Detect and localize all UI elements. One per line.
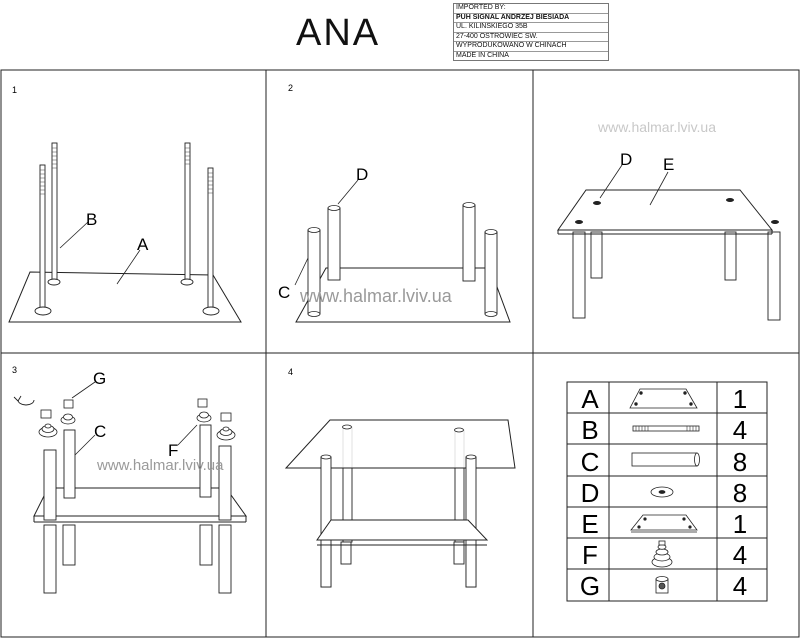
step-number: 4 bbox=[288, 367, 293, 377]
step-2-panel: 2 C D www.halmar.lviv.ua bbox=[278, 83, 511, 323]
tube-legs bbox=[572, 231, 781, 321]
part-letter: A bbox=[581, 384, 599, 414]
part-qty: 4 bbox=[733, 571, 747, 601]
shelf-glass-icon bbox=[630, 514, 698, 533]
label-d: D bbox=[620, 150, 632, 169]
importer-line: MADE IN CHINA bbox=[456, 51, 509, 59]
label-e: E bbox=[663, 155, 674, 174]
cap-nut-icon bbox=[655, 576, 669, 594]
step-number: 2 bbox=[288, 83, 293, 93]
step-4-panel: 4 bbox=[284, 367, 516, 588]
bolts bbox=[575, 198, 779, 224]
step-number: 1 bbox=[12, 85, 17, 95]
parts-table: A B C D E F G 1 4 8 8 1 4 4 bbox=[566, 381, 768, 602]
step-3-panel: 3 G bbox=[12, 365, 247, 594]
threaded-rod-icon bbox=[632, 425, 700, 432]
label-d: D bbox=[356, 165, 368, 184]
part-qty: 4 bbox=[733, 415, 747, 445]
glass-plate bbox=[8, 271, 242, 323]
rod-threads bbox=[40, 147, 213, 195]
part-letter: D bbox=[581, 478, 600, 508]
label-b: B bbox=[86, 210, 97, 229]
washers bbox=[34, 278, 220, 316]
rotate-arrow-icon bbox=[17, 399, 35, 406]
washer-icon bbox=[650, 486, 674, 498]
watermark: www.halmar.lviv.ua bbox=[299, 286, 453, 306]
importer-box: IMPORTED BY: PUH SIGNAL ANDRZEJ BIESIADA… bbox=[453, 3, 609, 61]
importer-line: WYPRODUKOWANO W CHINACH bbox=[454, 42, 608, 52]
glass-plate bbox=[295, 267, 511, 323]
lower-shelf bbox=[316, 519, 489, 541]
tube-legs bbox=[307, 204, 498, 315]
panel-grid bbox=[0, 69, 800, 638]
part-letter: B bbox=[581, 415, 598, 445]
cone-feet bbox=[38, 411, 236, 441]
glass-top bbox=[284, 419, 516, 469]
label-a: A bbox=[137, 235, 149, 254]
part-qty: 8 bbox=[733, 447, 747, 477]
importer-line: UL. KILINSKIEGO 35B bbox=[454, 23, 608, 33]
part-letter: F bbox=[582, 540, 598, 570]
part-qty: 1 bbox=[733, 509, 747, 539]
watermark: www.halmar.lviv.ua bbox=[597, 119, 716, 135]
part-letter: C bbox=[581, 447, 600, 477]
part-qty: 4 bbox=[733, 540, 747, 570]
label-c: C bbox=[278, 283, 290, 302]
product-title: ANA bbox=[296, 12, 381, 54]
glass-top bbox=[557, 189, 774, 231]
part-letter: E bbox=[581, 509, 598, 539]
cone-foot-icon bbox=[651, 540, 673, 568]
glass-top-icon bbox=[629, 388, 698, 409]
label-c: C bbox=[94, 422, 106, 441]
part-qty: 1 bbox=[733, 384, 747, 414]
step-number: 3 bbox=[12, 365, 17, 375]
step-1-panel: 1 B A bbox=[8, 85, 242, 323]
tube-legs bbox=[43, 524, 232, 594]
importer-line: IMPORTED BY: bbox=[454, 4, 608, 14]
step-2b-panel: www.halmar.lviv.ua D E bbox=[557, 119, 781, 321]
tube-leg-icon bbox=[631, 452, 700, 467]
tube-caps bbox=[307, 202, 498, 317]
upper-tube-legs bbox=[43, 424, 232, 521]
part-qty: 8 bbox=[733, 478, 747, 508]
cap-nuts bbox=[40, 398, 232, 422]
watermark: www.halmar.lviv.ua bbox=[96, 457, 224, 474]
label-f: F bbox=[168, 441, 178, 460]
importer-line: 27-400 OSTROWIEC SW. bbox=[454, 33, 608, 42]
label-g: G bbox=[93, 369, 106, 388]
importer-line: PUH SIGNAL ANDRZEJ BIESIADA bbox=[454, 14, 608, 23]
part-letter: G bbox=[580, 571, 600, 601]
